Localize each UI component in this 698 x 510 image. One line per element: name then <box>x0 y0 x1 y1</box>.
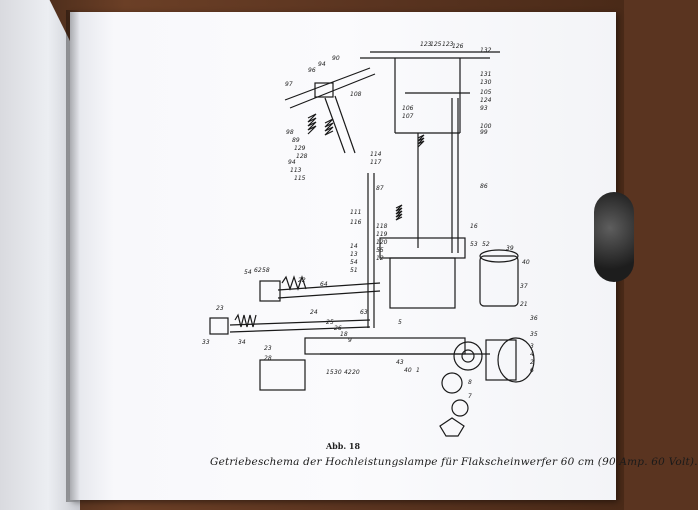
right-page <box>70 12 616 500</box>
part-number-label: 117 <box>370 159 382 166</box>
part-number-label: 55 <box>376 247 384 254</box>
part-number-label: 97 <box>285 81 293 88</box>
part-number-label: 16 <box>470 223 478 230</box>
part-number-label: 107 <box>402 113 414 120</box>
part-number-label: 6 <box>530 367 534 374</box>
part-number-label: 36 <box>530 315 538 322</box>
part-number-label: 114 <box>370 151 382 158</box>
book-gutter-shadow <box>66 10 80 502</box>
left-page <box>0 0 80 510</box>
part-number-label: 123 <box>442 41 454 48</box>
part-number-label: 120 <box>376 239 388 246</box>
part-number-label: 86 <box>480 183 488 190</box>
part-number-label: 51 <box>350 267 358 274</box>
part-number-label: 14 <box>350 243 358 250</box>
dark-object <box>594 192 634 282</box>
part-number-label: 93 <box>480 105 488 112</box>
part-number-label: 15 <box>326 369 334 376</box>
part-number-label: 129 <box>294 145 306 152</box>
part-number-label: 40 <box>404 367 412 374</box>
part-number-label: 113 <box>290 167 302 174</box>
part-number-label: 26 <box>334 325 342 332</box>
part-number-label: 118 <box>376 223 388 230</box>
figure-caption: Getriebeschema der Hochleistungslampe fü… <box>210 456 698 468</box>
part-number-label: 22 <box>298 277 306 284</box>
part-number-label: 105 <box>480 89 492 96</box>
part-number-label: 37 <box>520 283 528 290</box>
part-number-label: 42 <box>344 369 352 376</box>
part-number-label: 52 <box>482 241 490 248</box>
part-number-label: 89 <box>292 137 300 144</box>
part-number-label: 108 <box>350 91 362 98</box>
part-number-label: 21 <box>520 301 528 308</box>
part-number-label: 5 <box>398 319 402 326</box>
part-number-label: 13 <box>350 251 358 258</box>
part-number-label: 94 <box>288 159 296 166</box>
part-number-label: 124 <box>480 97 492 104</box>
part-number-label: 125 <box>430 41 442 48</box>
part-number-label: 28 <box>264 355 272 362</box>
part-number-label: 40 <box>522 259 530 266</box>
part-number-label: 58 <box>262 267 270 274</box>
part-number-label: 96 <box>308 67 316 74</box>
part-number-label: 128 <box>296 153 308 160</box>
part-number-label: 43 <box>396 359 404 366</box>
part-number-label: 20 <box>352 369 360 376</box>
part-number-label: 100 <box>480 123 492 130</box>
part-number-label: 131 <box>480 71 491 78</box>
part-number-label: 8 <box>468 379 472 386</box>
part-number-label: 106 <box>402 105 414 112</box>
part-number-label: 18 <box>340 331 348 338</box>
part-number-label: 3 <box>530 343 534 350</box>
part-number-label: 63 <box>360 309 368 316</box>
part-number-label: 1 <box>416 367 420 374</box>
part-number-label: 2 <box>530 359 534 366</box>
part-number-label: 9 <box>348 337 352 344</box>
part-number-label: 35 <box>530 331 538 338</box>
part-number-label: 39 <box>506 245 514 252</box>
part-number-label: 23 <box>216 305 224 312</box>
part-number-label: 99 <box>480 129 488 136</box>
part-number-label: 115 <box>294 175 306 182</box>
part-number-label: 23 <box>264 345 272 352</box>
part-number-label: 12 <box>376 255 384 262</box>
figure-label: Abb. 18 <box>325 441 361 451</box>
part-number-label: 30 <box>334 369 342 376</box>
part-number-label: 54 <box>350 259 358 266</box>
part-number-label: 62 <box>254 267 262 274</box>
part-number-label: 7 <box>468 393 472 400</box>
part-number-label: 126 <box>452 43 464 50</box>
part-number-label: 34 <box>238 339 246 346</box>
part-number-label: 25 <box>326 319 334 326</box>
part-number-label: 132 <box>480 47 492 54</box>
part-number-label: 116 <box>350 219 362 226</box>
part-number-label: 87 <box>376 185 384 192</box>
part-number-label: 54 <box>244 269 252 276</box>
part-number-label: 90 <box>332 55 340 62</box>
part-number-label: 119 <box>376 231 388 238</box>
part-number-label: 4 <box>530 351 534 358</box>
part-number-label: 98 <box>286 129 294 136</box>
part-number-label: 130 <box>480 79 492 86</box>
part-number-label: 111 <box>350 209 361 216</box>
part-number-label: 123 <box>420 41 432 48</box>
part-number-label: 94 <box>318 61 326 68</box>
part-number-label: 33 <box>202 339 210 346</box>
part-number-label: 53 <box>470 241 478 248</box>
part-number-label: 64 <box>320 281 328 288</box>
part-number-label: 24 <box>310 309 318 316</box>
